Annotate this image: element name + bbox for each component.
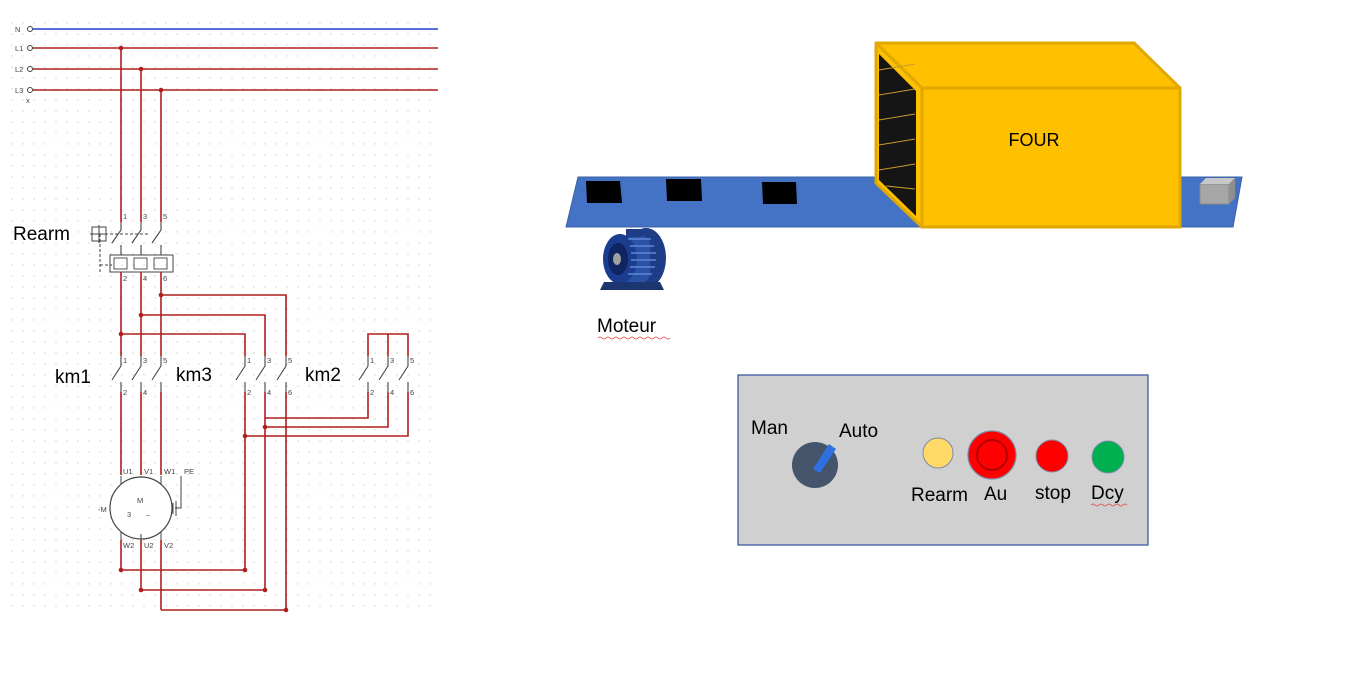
bus-label-n: N bbox=[15, 25, 20, 34]
contactor-km1: 1 3 5 2 4 km1 bbox=[55, 356, 167, 397]
workpiece-box bbox=[666, 179, 702, 201]
dcy-button-label: Dcy bbox=[1091, 483, 1124, 504]
svg-text:~: ~ bbox=[146, 511, 151, 520]
svg-text:1: 1 bbox=[247, 356, 251, 365]
bus-extra-mark: x bbox=[26, 96, 30, 105]
svg-text:1: 1 bbox=[123, 356, 127, 365]
svg-text:2: 2 bbox=[247, 388, 251, 397]
km2-output-wires bbox=[242, 392, 409, 439]
stop-button[interactable] bbox=[1035, 439, 1069, 473]
km2-label: km2 bbox=[305, 365, 341, 386]
svg-text:5: 5 bbox=[163, 356, 167, 365]
rearm-label: Rearm bbox=[13, 224, 70, 245]
feeder-wires bbox=[118, 45, 164, 222]
svg-text:4: 4 bbox=[267, 388, 271, 397]
mode-selector-switch[interactable] bbox=[792, 442, 838, 488]
svg-text:4: 4 bbox=[390, 388, 394, 397]
svg-text:3: 3 bbox=[143, 212, 147, 221]
distribution-wires bbox=[118, 272, 409, 356]
svg-text:PE: PE bbox=[184, 467, 194, 476]
workpiece-boxes bbox=[586, 179, 797, 204]
svg-text:3: 3 bbox=[390, 356, 394, 365]
sensor-block bbox=[1199, 178, 1235, 205]
svg-text:W2: W2 bbox=[123, 541, 134, 550]
emergency-stop-button[interactable] bbox=[967, 430, 1017, 480]
svg-text:1: 1 bbox=[123, 212, 127, 221]
km3-label: km3 bbox=[176, 365, 212, 386]
stop-button-label: stop bbox=[1035, 483, 1071, 504]
svg-text:W1: W1 bbox=[164, 467, 175, 476]
selector-pointer bbox=[813, 444, 836, 473]
oven-label: FOUR bbox=[1009, 130, 1060, 150]
rearm-button-label: Rearm bbox=[911, 485, 968, 506]
bus-label-l3: L3 bbox=[15, 86, 23, 95]
workpiece-box bbox=[586, 181, 622, 203]
svg-text:3: 3 bbox=[143, 356, 147, 365]
svg-text:4: 4 bbox=[143, 274, 147, 283]
oven-opening bbox=[879, 54, 916, 216]
km1-label: km1 bbox=[55, 367, 91, 388]
contactor-km3: 1 3 5 2 4 6 km3 bbox=[176, 356, 292, 397]
selector-label-man: Man bbox=[751, 418, 788, 439]
workpiece-box bbox=[762, 182, 797, 204]
motor-wiring bbox=[118, 392, 289, 613]
svg-text:5: 5 bbox=[410, 356, 414, 365]
supply-bus: N L1 L2 L3 x bbox=[15, 25, 438, 105]
rearm-pushbutton-icon bbox=[90, 225, 108, 243]
control-panel: Man Auto Rearm Au stop Dcy bbox=[737, 374, 1149, 546]
selector-label-auto: Auto bbox=[839, 421, 878, 442]
svg-text:6: 6 bbox=[288, 388, 292, 397]
oven: FOUR bbox=[874, 41, 1182, 229]
bus-label-l1: L1 bbox=[15, 44, 23, 53]
svg-text:2: 2 bbox=[123, 274, 127, 283]
rearm-button[interactable] bbox=[922, 437, 954, 469]
motor-label: Moteur bbox=[597, 316, 657, 337]
svg-text:6: 6 bbox=[163, 274, 167, 283]
svg-text:V2: V2 bbox=[164, 541, 173, 550]
svg-text:3: 3 bbox=[127, 510, 131, 519]
svg-text:U2: U2 bbox=[144, 541, 154, 550]
svg-text:5: 5 bbox=[288, 356, 292, 365]
motor-symbol: U1 V1 W1 PE M 3 ~ -M W2 U2 V2 bbox=[98, 467, 194, 550]
svg-text:U1: U1 bbox=[123, 467, 133, 476]
emergency-stop-label: Au bbox=[984, 484, 1007, 505]
svg-text:-M: -M bbox=[98, 505, 107, 514]
conveyor-scene: FOUR Moteur bbox=[565, 41, 1243, 340]
power-schematic: N L1 L2 L3 x 1 3 5 bbox=[8, 18, 440, 613]
svg-text:1: 1 bbox=[370, 356, 374, 365]
svg-text:V1: V1 bbox=[144, 467, 153, 476]
svg-text:M: M bbox=[137, 496, 143, 505]
svg-text:5: 5 bbox=[163, 212, 167, 221]
svg-text:4: 4 bbox=[143, 388, 147, 397]
dcy-button[interactable] bbox=[1091, 440, 1125, 474]
spellcheck-underline bbox=[1090, 503, 1128, 507]
bus-label-l2: L2 bbox=[15, 65, 23, 74]
thermal-relay: 1 3 5 Rearm 2 4 6 bbox=[13, 212, 174, 283]
motor-icon bbox=[600, 228, 666, 290]
svg-text:2: 2 bbox=[370, 388, 374, 397]
svg-text:3: 3 bbox=[267, 356, 271, 365]
svg-text:2: 2 bbox=[123, 388, 127, 397]
svg-text:6: 6 bbox=[410, 388, 414, 397]
spellcheck-underline bbox=[597, 336, 671, 340]
contactor-km2: 1 3 5 2 4 6 km2 bbox=[305, 356, 414, 397]
oven-body bbox=[920, 86, 1182, 229]
